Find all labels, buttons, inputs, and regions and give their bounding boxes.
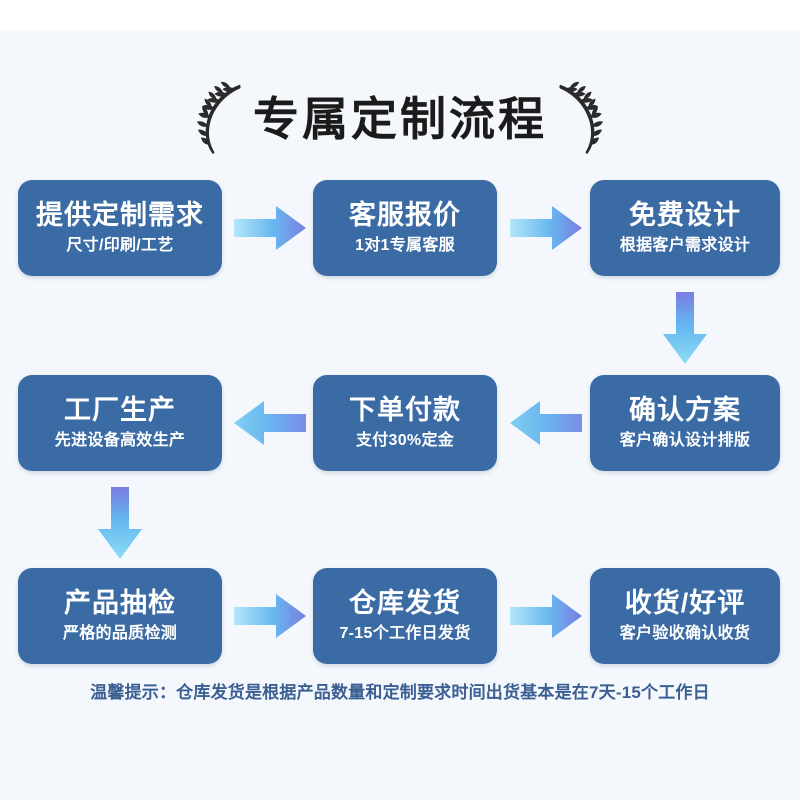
flow-step-title: 产品抽检 bbox=[64, 588, 176, 619]
flow-step-5[interactable]: 下单付款 支付30%定金 bbox=[313, 375, 497, 471]
flow-step-subtitle: 尺寸/印刷/工艺 bbox=[66, 237, 174, 255]
laurel-branch-right-icon bbox=[559, 81, 603, 154]
arrow-right-icon bbox=[234, 594, 306, 638]
flow-step-title: 客服报价 bbox=[349, 200, 461, 231]
arrow-right-icon bbox=[234, 206, 306, 250]
arrow-right-icon bbox=[510, 594, 582, 638]
flow-step-8[interactable]: 仓库发货 7-15个工作日发货 bbox=[313, 568, 497, 664]
flow-step-title: 确认方案 bbox=[629, 395, 741, 426]
flow-step-1[interactable]: 提供定制需求 尺寸/印刷/工艺 bbox=[18, 180, 222, 276]
flow-step-title: 免费设计 bbox=[629, 200, 741, 231]
flow-step-subtitle: 支付30%定金 bbox=[355, 432, 455, 450]
flow-step-subtitle: 7-15个工作日发货 bbox=[339, 625, 471, 643]
flow-step-4[interactable]: 确认方案 客户确认设计排版 bbox=[590, 375, 780, 471]
flow-step-2[interactable]: 客服报价 1对1专属客服 bbox=[313, 180, 497, 276]
flow-step-subtitle: 先进设备高效生产 bbox=[54, 432, 186, 450]
flow-step-title: 仓库发货 bbox=[349, 588, 461, 619]
page-title: 专属定制流程 bbox=[0, 78, 800, 160]
flow-step-subtitle: 客户验收确认收货 bbox=[619, 625, 751, 643]
flow-step-subtitle: 严格的品质检测 bbox=[62, 625, 178, 643]
flow-step-subtitle: 1对1专属客服 bbox=[355, 237, 455, 255]
flow-step-title: 收货/好评 bbox=[624, 588, 746, 619]
flow-row-1: 提供定制需求 尺寸/印刷/工艺 客服报价 1对1专属客服 免费设计 根据客户需求… bbox=[0, 180, 800, 276]
page-title-text: 专属定制流程 bbox=[253, 93, 547, 145]
arrow-left-icon bbox=[234, 401, 306, 445]
flow-step-3[interactable]: 免费设计 根据客户需求设计 bbox=[590, 180, 780, 276]
flow-row-3: 产品抽检 严格的品质检测 仓库发货 7-15个工作日发货 收货/好评 客户验收确… bbox=[0, 568, 800, 664]
arrow-down-icon bbox=[663, 292, 707, 364]
flow-step-subtitle: 根据客户需求设计 bbox=[619, 237, 751, 255]
footer-note: 温馨提示：仓库发货是根据产品数量和定制要求时间出货基本是在7天-15个工作日 bbox=[90, 683, 710, 702]
flow-step-title: 下单付款 bbox=[349, 395, 461, 426]
flow-step-subtitle: 客户确认设计排版 bbox=[619, 432, 751, 450]
laurel-branch-left-icon bbox=[197, 81, 241, 154]
flow-step-title: 工厂生产 bbox=[64, 395, 176, 426]
flow-step-7[interactable]: 产品抽检 严格的品质检测 bbox=[18, 568, 222, 664]
arrow-down-icon bbox=[98, 487, 142, 559]
arrow-left-icon bbox=[510, 401, 582, 445]
flow-step-6[interactable]: 工厂生产 先进设备高效生产 bbox=[18, 375, 222, 471]
flow-step-title: 提供定制需求 bbox=[36, 200, 204, 231]
flow-row-2: 工厂生产 先进设备高效生产 下单付款 支付30%定金 确认方案 客户确认设计排版 bbox=[0, 375, 800, 471]
flow-step-9[interactable]: 收货/好评 客户验收确认收货 bbox=[590, 568, 780, 664]
arrow-right-icon bbox=[510, 206, 582, 250]
